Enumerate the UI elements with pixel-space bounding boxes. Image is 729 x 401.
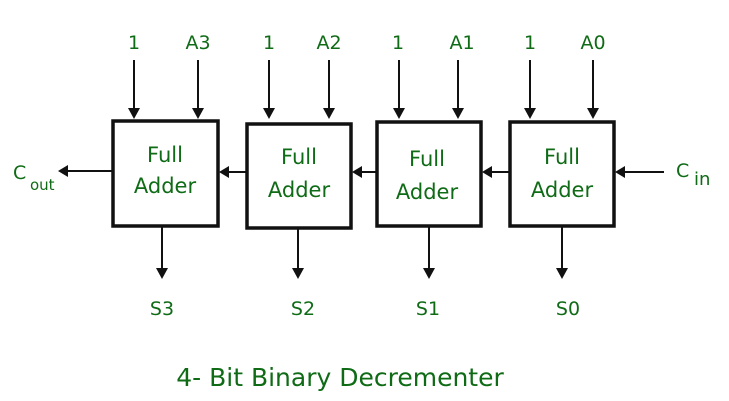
diagram-title: 4- Bit Binary Decrementer (176, 363, 504, 392)
carry-out-subscript: out (30, 176, 55, 194)
output-label: S2 (291, 298, 315, 320)
adder-box (375, 120, 483, 228)
adder-label-line2: Adder (531, 178, 594, 202)
output-label: S3 (150, 298, 174, 320)
arrow-down-icon (128, 108, 140, 119)
input-b-label: A1 (449, 32, 474, 54)
adder-label-line1: Full (544, 145, 580, 169)
input-a-label: 1 (128, 32, 140, 54)
arrow-down-icon (587, 108, 599, 119)
adder-box (508, 120, 616, 228)
input-a-label: 1 (524, 32, 536, 54)
output-label: S0 (556, 298, 580, 320)
full-adder-1: 1 A1 Full Adder S1 (375, 32, 483, 320)
input-b-label: A3 (185, 32, 210, 54)
carry-in-label: C (676, 160, 689, 182)
carry-in: C in (615, 160, 710, 190)
adder-label-line1: Full (147, 143, 183, 167)
arrow-down-icon (556, 268, 568, 279)
full-adder-0: 1 A0 Full Adder S0 (508, 32, 616, 320)
arrow-down-icon (423, 268, 435, 279)
adder-box (245, 122, 353, 230)
carry-in-subscript: in (694, 169, 710, 190)
input-b-label: A2 (316, 32, 341, 54)
arrow-down-icon (192, 108, 204, 119)
arrow-down-icon (452, 108, 464, 119)
arrow-down-icon (524, 108, 536, 119)
carry-out-label: C (13, 162, 26, 184)
adder-label-line2: Adder (268, 178, 331, 202)
adder-label-line2: Adder (396, 180, 459, 204)
arrow-left-icon (352, 166, 362, 178)
arrow-down-icon (156, 268, 168, 279)
arrow-down-icon (323, 108, 335, 119)
arrow-down-icon (393, 108, 405, 119)
input-b-label: A0 (580, 32, 605, 54)
full-adder-3: 1 A3 Full Adder S3 (111, 32, 220, 320)
arrow-down-icon (263, 108, 275, 119)
carry-out: C out (13, 162, 112, 194)
full-adder-2: 1 A2 Full Adder S2 (245, 32, 353, 320)
adder-box (111, 119, 220, 228)
arrow-left-icon (482, 166, 492, 178)
arrow-down-icon (292, 268, 304, 279)
input-a-label: 1 (392, 32, 404, 54)
arrow-left-icon (615, 166, 625, 178)
adder-label-line2: Adder (134, 174, 197, 198)
input-a-label: 1 (263, 32, 275, 54)
output-label: S1 (416, 298, 440, 320)
arrow-left-icon (58, 165, 68, 177)
arrow-left-icon (219, 166, 229, 178)
carry-chain (219, 166, 509, 178)
adder-label-line1: Full (281, 145, 317, 169)
adder-label-line1: Full (409, 147, 445, 171)
